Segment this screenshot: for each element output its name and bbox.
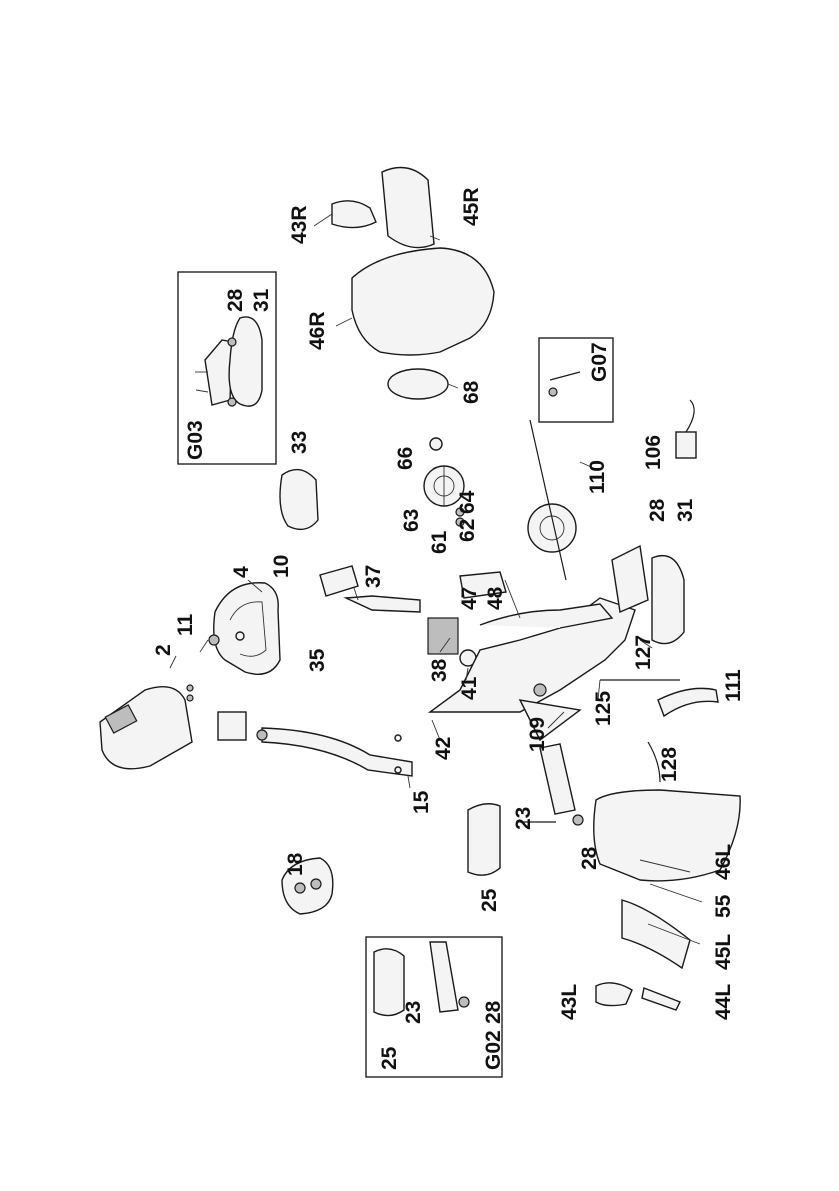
shroud-part — [467, 803, 501, 876]
callout-43L: 43L — [558, 984, 581, 1020]
seat-rail-part — [319, 565, 477, 667]
callout-45L: 45L — [712, 934, 735, 970]
callout-125: 125 — [592, 691, 615, 726]
callout-15: 15 — [410, 790, 433, 814]
right-cover-part — [331, 166, 495, 356]
callout-111: 111 — [722, 669, 745, 702]
flywheel-part — [527, 419, 577, 581]
callout-31-g03: 31 — [250, 288, 273, 312]
callout-66: 66 — [394, 447, 417, 470]
callout-106: 106 — [642, 435, 665, 470]
callout-35: 35 — [306, 648, 329, 672]
callout-48: 48 — [484, 586, 507, 610]
callout-23: 23 — [512, 807, 535, 830]
callout-42: 42 — [432, 737, 455, 760]
crank-cover-part — [459, 571, 521, 619]
console-part — [99, 684, 194, 770]
callout-28-g03: 28 — [224, 288, 247, 312]
left-cover-part — [593, 789, 741, 1011]
pulley-axle-part — [423, 437, 465, 527]
callout-33: 33 — [288, 431, 311, 454]
callout-46R: 46R — [306, 311, 329, 350]
callout-11: 11 — [174, 613, 197, 636]
callout-41: 41 — [458, 676, 481, 700]
callout-46L: 46L — [712, 844, 735, 880]
seat-cushion-part — [279, 468, 319, 531]
callout-64: 64 — [456, 490, 479, 514]
callout-37: 37 — [362, 565, 385, 588]
main-frame-part — [427, 597, 680, 742]
callout-110: 110 — [586, 460, 609, 494]
callout-55: 55 — [712, 894, 735, 918]
strap-part — [647, 687, 719, 783]
group-label-g02: G02 — [482, 1030, 505, 1070]
callout-31: 31 — [674, 498, 697, 522]
callout-2: 2 — [152, 644, 175, 656]
group-label-g07: G07 — [588, 342, 611, 382]
callout-68: 68 — [460, 380, 483, 404]
g07-sensor-part — [548, 371, 581, 397]
rear-seat-part — [611, 544, 685, 645]
callout-44L: 44L — [712, 984, 735, 1020]
adapter-part — [675, 399, 697, 459]
belt-part — [387, 368, 449, 400]
callout-43R: 43R — [288, 205, 311, 244]
callout-25: 25 — [478, 888, 501, 912]
callout-127: 127 — [632, 635, 655, 670]
front-post-part — [217, 711, 413, 777]
callout-28-rear: 28 — [646, 498, 669, 522]
callout-47: 47 — [458, 587, 481, 610]
callout-25-g02: 25 — [378, 1046, 401, 1070]
callout-62: 62 — [456, 519, 479, 542]
callout-45R: 45R — [460, 187, 483, 226]
group-box-g03 — [177, 271, 277, 465]
g03-seat-assembly — [195, 316, 263, 407]
console-bracket-part — [281, 857, 334, 915]
group-box-g02 — [365, 936, 503, 1078]
callout-38: 38 — [428, 658, 451, 682]
leader-lines — [169, 213, 703, 945]
callout-10: 10 — [270, 555, 293, 578]
callout-18: 18 — [284, 852, 307, 876]
callout-28-g02: 28 — [482, 1000, 505, 1024]
callout-109: 109 — [526, 717, 549, 752]
callout-28: 28 — [578, 846, 601, 870]
callout-23-g02: 23 — [402, 1001, 425, 1024]
callout-61: 61 — [428, 530, 451, 554]
callout-4: 4 — [230, 566, 253, 578]
callout-63: 63 — [400, 509, 423, 532]
handlebar-part — [208, 582, 281, 675]
group-label-g03: G03 — [184, 420, 207, 460]
seat-post-part — [520, 743, 584, 826]
callout-128: 128 — [658, 747, 681, 782]
group-box-g07 — [538, 337, 614, 423]
g02-assembly — [373, 941, 470, 1017]
